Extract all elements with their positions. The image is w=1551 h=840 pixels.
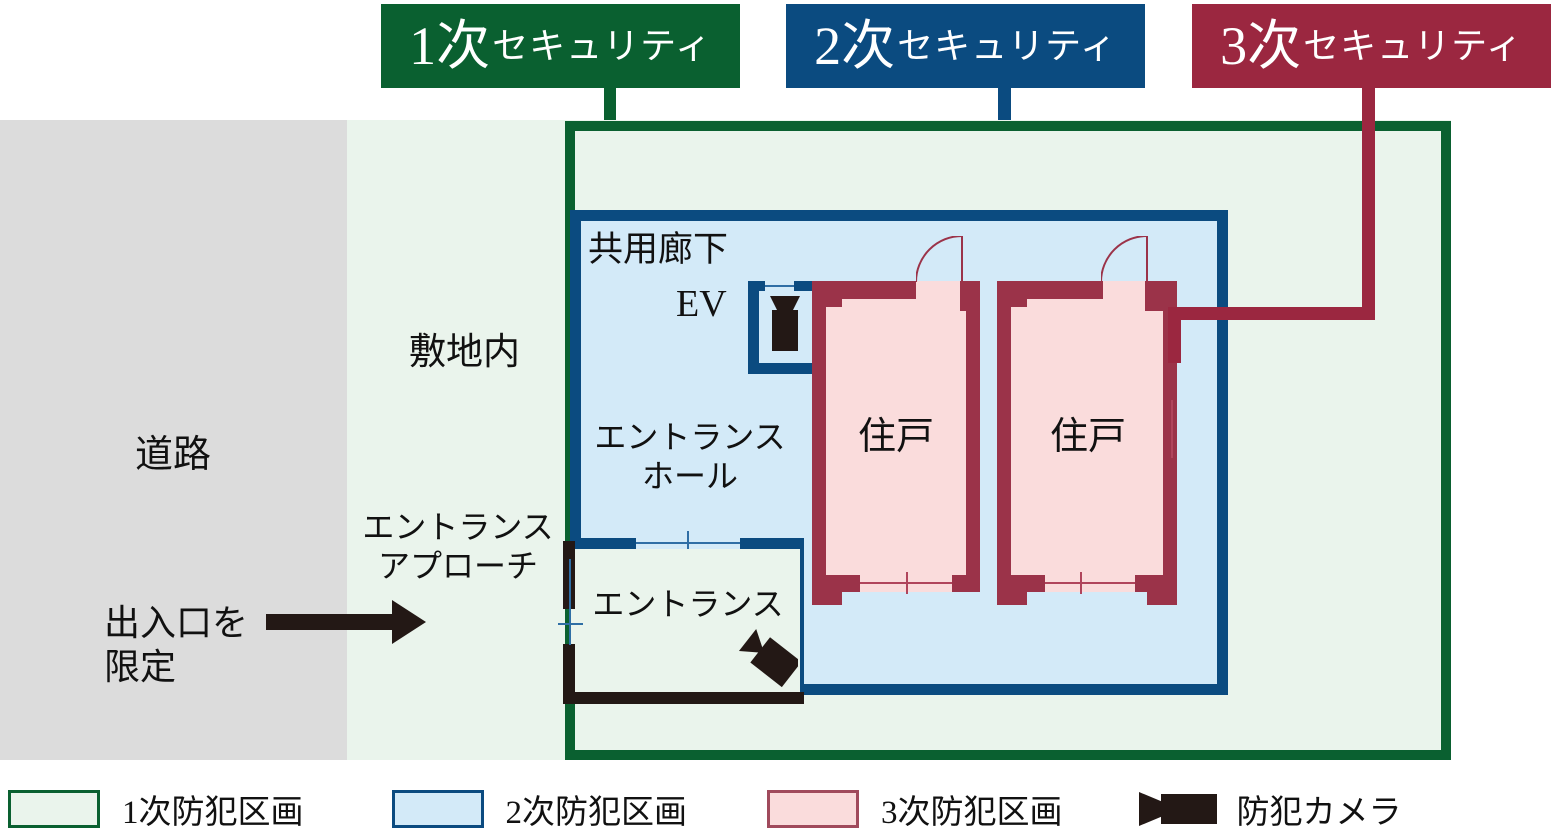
banner-primary-number: 1次 <box>409 16 491 76</box>
dwelling-unit-right-door-arc <box>1100 235 1149 284</box>
legend-label-camera: 防犯カメラ <box>1236 795 1402 831</box>
road-area <box>0 120 347 760</box>
banner-primary-kana: セキュリティ <box>492 26 712 66</box>
banner-secondary-security: 2次 セキュリティ <box>786 4 1145 88</box>
legend-item-camera: 防犯カメラ <box>1133 785 1402 833</box>
dwelling-unit-left-wall-right <box>966 281 980 592</box>
security-camera-icon-entrance <box>736 628 802 690</box>
label-entrance-approach: エントランス アプローチ <box>362 509 554 585</box>
zone1-border-right <box>1441 121 1451 760</box>
legend-item-zone2: 2次防犯区画 <box>391 785 688 833</box>
legend-label-zone1: 1次防犯区画 <box>122 795 304 831</box>
entrance-wall-left-lower <box>563 644 575 695</box>
ev-door-line <box>765 285 794 287</box>
dwelling-unit-right-fill <box>997 281 1177 592</box>
zone2-border-top <box>570 210 1228 221</box>
legend-item-zone3: 3次防犯区画 <box>767 785 1063 833</box>
entrance-hall-door-tick <box>687 531 689 555</box>
dwelling-unit-right-corner-bl <box>997 575 1027 605</box>
legend-label-zone3: 3次防犯区画 <box>881 795 1063 831</box>
zone1-border-top <box>565 121 1451 131</box>
ev-shaft-bottom-wall <box>748 363 814 374</box>
label-limited-access: 出入口を 限定 <box>104 603 249 687</box>
security-camera-icon-elevator <box>770 296 800 351</box>
ev-shaft-top-wall-left <box>748 281 765 291</box>
dwelling-unit-right-window-tick <box>1080 572 1082 594</box>
label-entrance-hall: エントランス ホール <box>594 419 786 495</box>
banner-tertiary-kana: セキュリティ <box>1303 26 1523 66</box>
zone3-connector-stub <box>1168 307 1181 363</box>
dwelling-unit-left-corner-bl <box>812 575 842 605</box>
legend-swatch-zone1 <box>8 790 100 828</box>
banner-secondary-number: 2次 <box>814 16 896 76</box>
banner-tertiary-number: 3次 <box>1220 16 1302 76</box>
zone1-border-bottom <box>565 750 1451 760</box>
dwelling-unit-right-side-window-line <box>1171 400 1173 458</box>
dwelling-unit-left-wall-left-thin <box>812 281 826 592</box>
label-dwelling-unit-right: 住戸 <box>1049 416 1126 458</box>
dwelling-unit-left-door-arc <box>915 235 964 284</box>
dwelling-unit-right-notch-tr <box>1145 281 1177 311</box>
dwelling-unit-right-corner-tl <box>997 281 1027 307</box>
ev-shaft-top-wall-right <box>794 281 814 291</box>
dwelling-unit-left-window-tick <box>906 572 908 594</box>
zone3-connector-vertical <box>1362 88 1375 316</box>
zone2-border-right <box>1217 210 1228 695</box>
entrance-hall-wall-right-seg <box>740 538 803 549</box>
legend-label-zone2: 2次防犯区画 <box>505 795 688 831</box>
entrance-wall-bottom <box>563 692 804 704</box>
banner-secondary-kana: セキュリティ <box>897 26 1117 66</box>
dwelling-unit-right-corner-br <box>1147 575 1177 605</box>
dwelling-unit-right-wall-left-thin <box>997 281 1011 592</box>
label-entrance: エントランス <box>592 586 784 622</box>
label-site: 敷地内 <box>409 332 520 373</box>
legend: 1次防犯区画 2次防犯区画 3次防犯区画 防犯カメラ <box>0 778 1551 840</box>
dwelling-unit-left-notch-tr <box>960 281 980 311</box>
legend-item-zone1: 1次防犯区画 <box>8 785 304 833</box>
label-elevator: EV <box>676 283 727 325</box>
legend-swatch-zone2 <box>391 790 484 828</box>
access-arrow-shaft <box>266 614 392 630</box>
label-common-corridor: 共用廊下 <box>588 230 729 269</box>
banner-tertiary-security: 3次 セキュリティ <box>1192 4 1551 88</box>
zone3-connector-horizontal <box>1168 307 1375 320</box>
entrance-door-line-left <box>569 559 571 645</box>
entrance-hall-wall-left-seg <box>570 538 636 549</box>
dwelling-unit-left-fill <box>812 281 980 592</box>
label-dwelling-unit-left: 住戸 <box>857 416 934 458</box>
entrance-door-tick-left <box>558 623 583 625</box>
legend-swatch-zone3 <box>767 790 859 828</box>
legend-swatch-camera <box>1133 790 1225 828</box>
banner-primary-stem <box>604 88 616 126</box>
label-road: 道路 <box>134 434 211 476</box>
zone2-border-bottom <box>800 684 1228 695</box>
dwelling-unit-left-wall-bottom-b <box>952 575 980 592</box>
access-arrow-head <box>392 600 426 644</box>
ev-shaft-left-wall <box>748 281 759 374</box>
dwelling-unit-right-window-line <box>1045 582 1135 584</box>
banner-primary-security: 1次 セキュリティ <box>381 4 740 88</box>
zone2-border-left-upper <box>570 210 581 543</box>
